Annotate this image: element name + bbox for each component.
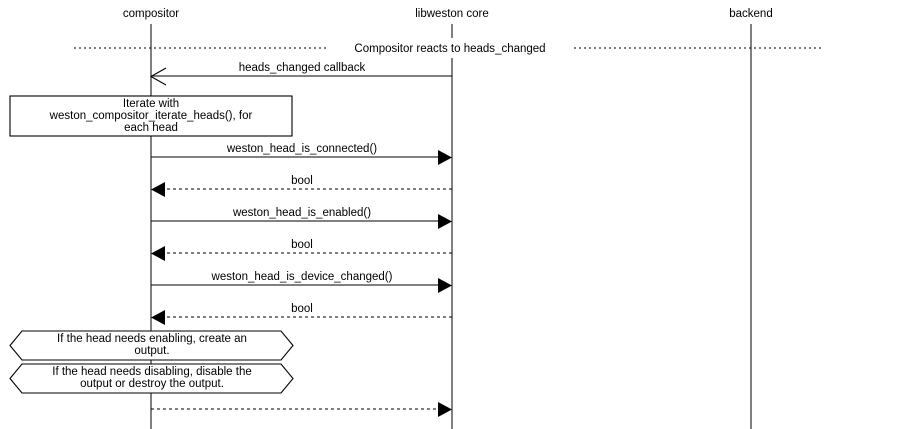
note-line-enable-head-2: output. [134, 345, 169, 357]
arrowhead-filled-left-icon [151, 246, 165, 261]
message-label-bg-bool-return-device-changed [283, 300, 323, 316]
arrowhead-filled-right-icon [438, 214, 452, 229]
message-label-bool-return-device-changed: bool [291, 303, 313, 315]
lifeline-title-compositor: compositor [123, 8, 179, 20]
note-line-disable-head-1: If the head needs disabling, disable the [52, 366, 251, 378]
note-hexagon-disable-head [9, 363, 294, 394]
message-label-bool-return-connected: bool [291, 175, 313, 187]
divider-label-background [326, 38, 574, 58]
message-label-bg-bool-return-enabled [283, 236, 323, 252]
message-label-bg-weston-head-is-connected [195, 140, 409, 156]
message-bool-return-enabled: bool [151, 236, 452, 261]
note-disable-head: If the head needs disabling, disable the… [9, 363, 294, 394]
lifeline-title-libweston-core: libweston core [415, 8, 489, 20]
arrowhead-filled-right-icon [438, 278, 452, 293]
divider-label: Compositor reacts to heads_changed [354, 43, 545, 55]
message-label-weston-head-is-enabled: weston_head_is_enabled() [232, 207, 371, 219]
arrowhead-filled-right-icon [438, 150, 452, 165]
note-line-disable-head-2: output or destroy the output. [80, 378, 224, 390]
arrowhead-filled-left-icon [151, 310, 165, 325]
message-bool-return-device-changed: bool [151, 300, 452, 325]
message-weston-head-is-enabled: weston_head_is_enabled() [151, 204, 452, 229]
message-weston-head-is-device-changed: weston_head_is_device_changed() [151, 268, 452, 293]
arrowhead-open-left-icon [149, 67, 167, 86]
note-line-iterate-heads-1: Iterate with [123, 98, 179, 110]
message-label-heads-changed-callback: heads_changed callback [239, 62, 366, 74]
message-label-bg-bool-return-connected [283, 172, 323, 188]
message-bool-return-connected: bool [151, 172, 452, 197]
note-hexagon-enable-head [9, 330, 294, 361]
message-weston-head-is-connected: weston_head_is_connected() [151, 140, 452, 165]
arrowhead-filled-right-icon [438, 402, 452, 417]
message-label-weston-head-is-device-changed: weston_head_is_device_changed() [211, 271, 393, 283]
lifeline-title-backend: backend [729, 8, 772, 20]
message-final-return [151, 402, 452, 417]
divider-compositor-reacts: Compositor reacts to heads_changed [74, 38, 824, 58]
message-label-bg-weston-head-is-enabled [203, 204, 401, 220]
note-iterate-heads: Iterate with weston_compositor_iterate_h… [9, 95, 293, 137]
note-box-iterate-heads [9, 95, 293, 137]
message-label-bg-weston-head-is-device-changed [178, 268, 426, 284]
note-enable-head: If the head needs enabling, create an ou… [9, 330, 294, 361]
lifeline-headers: compositor libweston core backend [123, 8, 773, 20]
message-label-weston-head-is-connected: weston_head_is_connected() [226, 143, 377, 155]
message-label-bool-return-enabled: bool [291, 239, 313, 251]
note-line-iterate-heads-2: weston_compositor_iterate_heads(), for [49, 110, 253, 122]
note-line-enable-head-1: If the head needs enabling, create an [57, 333, 247, 345]
note-line-iterate-heads-3: each head [124, 122, 178, 134]
arrowhead-filled-left-icon [151, 182, 165, 197]
lifeline-lines [150, 24, 752, 429]
message-heads-changed-callback: heads_changed callback [149, 59, 452, 86]
message-label-bg-heads-changed-callback [213, 59, 391, 75]
